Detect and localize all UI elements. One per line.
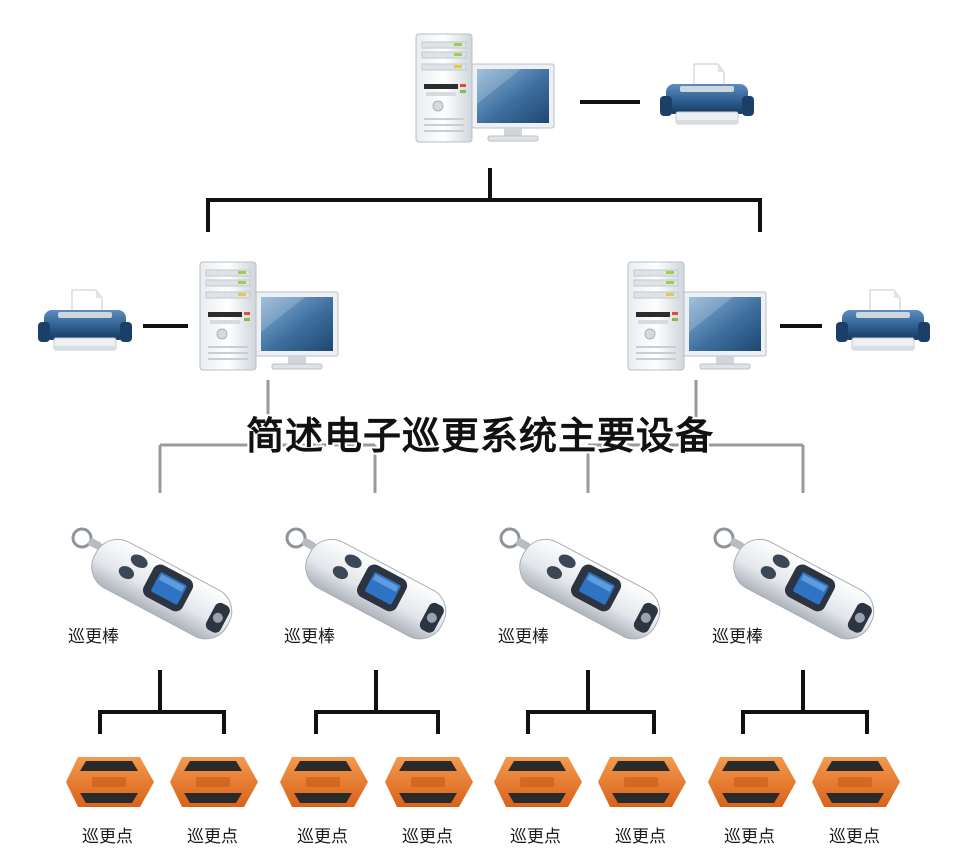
stick-connectors bbox=[158, 380, 805, 493]
checkpoint-label-7: 巡更点 bbox=[724, 827, 775, 847]
right-printer-icon bbox=[835, 289, 931, 351]
left-computer-icon bbox=[199, 261, 339, 371]
checkpoint-icon-7 bbox=[708, 757, 796, 807]
checkpoint-label-5: 巡更点 bbox=[510, 827, 561, 847]
checkpoint-label-4: 巡更点 bbox=[402, 827, 453, 847]
checkpoint-label-6: 巡更点 bbox=[615, 827, 666, 847]
checkpoint-icon-6 bbox=[598, 757, 686, 807]
checkpoint-connectors bbox=[98, 670, 869, 734]
checkpoint-label-8: 巡更点 bbox=[829, 827, 880, 847]
checkpoint-label-1: 巡更点 bbox=[82, 827, 133, 847]
patrol-stick-label-4: 巡更棒 bbox=[712, 627, 763, 647]
checkpoint-icon-4 bbox=[385, 757, 473, 807]
checkpoint-label-3: 巡更点 bbox=[297, 827, 348, 847]
checkpoint-icon-1 bbox=[66, 757, 154, 807]
patrol-stick-label-1: 巡更棒 bbox=[68, 627, 119, 647]
patrol-stick-label-3: 巡更棒 bbox=[498, 627, 549, 647]
top-printer-icon bbox=[659, 63, 755, 125]
checkpoint-icon-2 bbox=[170, 757, 258, 807]
checkpoint-label-2: 巡更点 bbox=[187, 827, 238, 847]
patrol-stick-label-2: 巡更棒 bbox=[284, 627, 335, 647]
top-computer-icon bbox=[415, 33, 555, 143]
checkpoint-icon-8 bbox=[812, 757, 900, 807]
checkpoint-icon-5 bbox=[494, 757, 582, 807]
checkpoint-icon-3 bbox=[280, 757, 368, 807]
right-computer-icon bbox=[627, 261, 767, 371]
page-title: 简述电子巡更系统主要设备 bbox=[245, 414, 714, 458]
left-printer-icon bbox=[37, 289, 133, 351]
